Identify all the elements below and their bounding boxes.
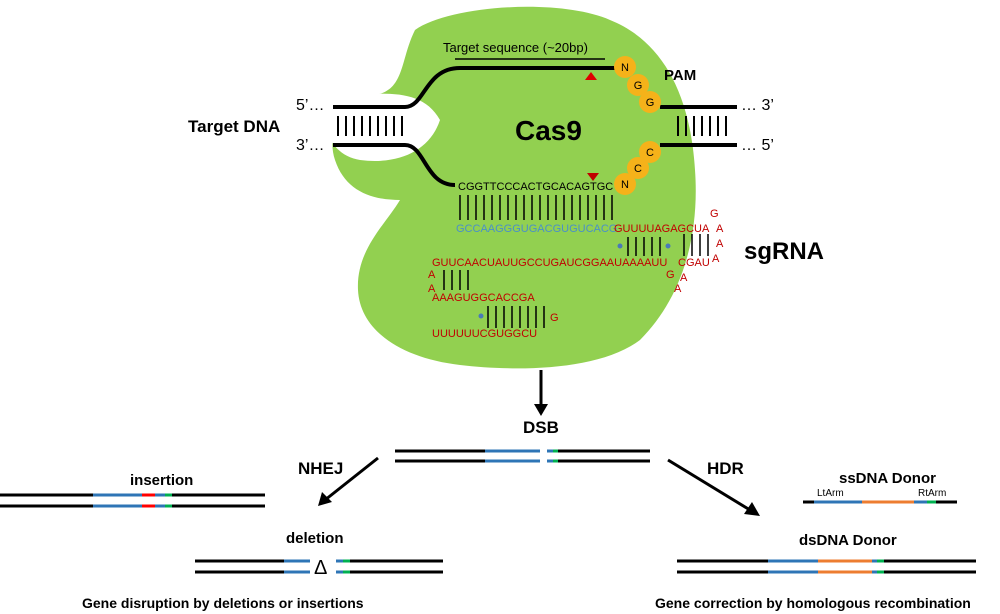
wobble-pair-dot [478, 313, 484, 319]
ssdna-donor-label: ssDNA Donor [839, 470, 936, 487]
dna-top-strand [333, 66, 620, 109]
rna-long-sequence: GUUCAACUAUUGCCUGAUCGGAAUAAAAUU [432, 257, 667, 269]
dsdna-donor-label: dsDNA Donor [799, 532, 897, 549]
svg-text:G: G [666, 269, 675, 281]
wobble-pair-dot [665, 243, 671, 249]
rna-g: G [550, 312, 559, 324]
repeat-antirepeat-rungs [627, 234, 709, 256]
deletion-label: deletion [286, 530, 344, 547]
svg-text:A: A [716, 238, 724, 250]
dsb-label: DSB [523, 418, 559, 437]
pam-label: PAM [664, 67, 696, 84]
caption-left: Gene disruption by deletions or insertio… [82, 595, 364, 611]
svg-text:G: G [634, 80, 643, 92]
cas9-protein-shape [332, 6, 696, 369]
dsdna-donor-duplex [677, 559, 976, 574]
hdr-arrow-head [744, 502, 760, 516]
svg-text:G: G [710, 208, 719, 220]
stem-rungs-1 [443, 270, 469, 290]
dna-bottom-sequence: CGGTTCCCACTGCACAGTGC [458, 181, 613, 193]
dna-bottom-strand [333, 143, 456, 187]
rna-loop-1: G A A A [710, 208, 724, 265]
target-dna-label: Target DNA [188, 117, 280, 136]
deletion-duplex [195, 559, 443, 574]
hdr-arrow [667, 458, 751, 512]
cut-site-top-marker [585, 72, 597, 80]
svg-text:A: A [428, 269, 436, 281]
rna-guide-red: GUUUUAGAGCUA [614, 223, 710, 235]
rna-cgau: CGAU [678, 257, 710, 269]
nhej-arrow [324, 456, 379, 502]
base-pairs-left [337, 116, 403, 136]
caption-right: Gene correction by homologous recombinat… [655, 595, 971, 611]
strand-end-bottom-right: … 5’ [741, 137, 774, 154]
base-pairs-right [677, 116, 727, 136]
cut-site-bottom-marker [587, 173, 599, 181]
insertion-label: insertion [130, 472, 193, 489]
sgrna-label: sgRNA [744, 238, 824, 265]
svg-text:C: C [646, 147, 654, 159]
rna-mid-sequence: AAAGUGGCACCGA [432, 292, 535, 304]
pam-beads-top: N G G [614, 56, 661, 113]
rt-arm-label: RtArm [918, 488, 946, 499]
rna-loop-3: A A [428, 269, 436, 295]
svg-text:N: N [621, 62, 629, 74]
svg-text:A: A [428, 283, 436, 295]
hdr-label: HDR [707, 459, 744, 478]
strand-end-bottom-left: 3’… [296, 137, 324, 154]
svg-text:A: A [674, 283, 682, 295]
svg-text:A: A [680, 272, 688, 284]
delta-symbol: Δ [314, 557, 327, 579]
pam-beads-bottom: C C N [614, 141, 661, 195]
arrow-to-dsb-head [534, 404, 548, 416]
svg-text:A: A [712, 253, 720, 265]
dsb-duplex [395, 449, 650, 463]
wobble-pair-dot [617, 243, 623, 249]
target-sequence-label: Target sequence (~20bp) [443, 40, 588, 55]
guide-pairing-rungs [459, 195, 613, 220]
insertion-duplex [0, 493, 265, 508]
strand-end-top-left: 5’… [296, 97, 324, 114]
nhej-arrow-head [318, 492, 332, 506]
svg-text:C: C [634, 163, 642, 175]
svg-text:N: N [621, 179, 629, 191]
svg-text:A: A [716, 223, 724, 235]
lt-arm-label: LtArm [817, 488, 844, 499]
strand-end-top-right: … 3’ [741, 97, 774, 114]
rna-bottom-sequence: UUUUUUCGUGGCU [432, 328, 537, 340]
cas9-label: Cas9 [515, 115, 582, 146]
nhej-label: NHEJ [298, 459, 343, 478]
rna-guide-blue: GCCAAGGGUGACGUGUCACG [456, 223, 617, 235]
rna-loop-2: G A A [666, 269, 688, 295]
svg-text:G: G [646, 97, 655, 109]
stem-rungs-2 [487, 306, 545, 328]
